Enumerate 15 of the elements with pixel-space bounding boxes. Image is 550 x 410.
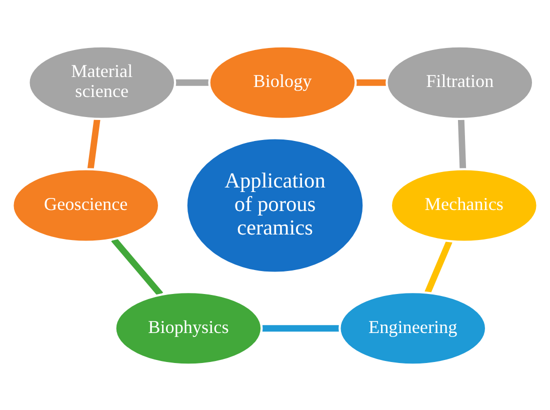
node-ellipse: Filtration [386, 44, 534, 120]
node-ellipse: Engineering [338, 290, 488, 366]
connector [262, 324, 340, 332]
connector [458, 118, 466, 169]
connector [175, 78, 210, 86]
connector [87, 118, 100, 169]
node-ellipse: Biology [208, 44, 357, 120]
connector [111, 236, 164, 296]
node-ellipse: Material science [28, 44, 176, 120]
node-ellipse: Geoscience [12, 168, 160, 242]
node-ellipse: Biophysics [114, 290, 263, 366]
node-ellipse: Application of porous ceramics [185, 136, 365, 274]
connector [424, 239, 452, 294]
connector [356, 78, 386, 86]
node-ellipse: Mechanics [390, 168, 538, 242]
